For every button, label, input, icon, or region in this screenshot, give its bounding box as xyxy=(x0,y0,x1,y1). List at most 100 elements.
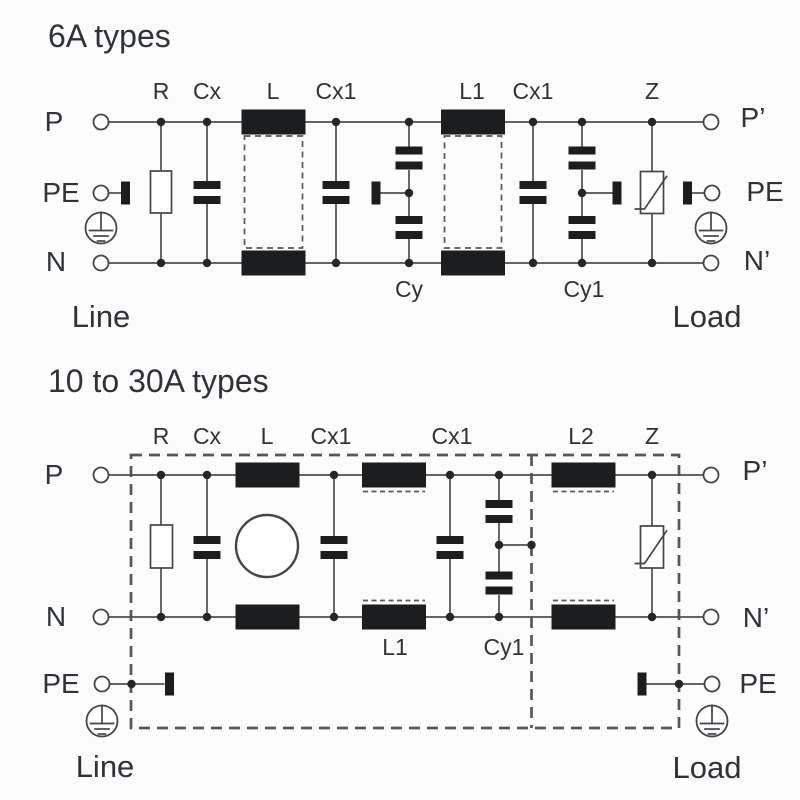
earth-ground-icon xyxy=(695,704,729,738)
label-cx1-second: Cx1 xyxy=(513,78,554,104)
pe-terminal xyxy=(92,184,110,202)
capacitor-plates xyxy=(568,216,596,239)
terminal-n xyxy=(92,254,110,272)
capacitor-plates xyxy=(436,536,464,559)
label-cy1: Cy1 xyxy=(484,634,525,660)
varistor-body xyxy=(634,170,668,215)
label-terminal-pe-left: PE xyxy=(42,668,79,699)
chassis-tab xyxy=(612,181,622,205)
diagram2-title: 10 to 30A types xyxy=(48,363,269,399)
diagram-6a: 6A types xyxy=(42,18,783,334)
label-cy1: Cy1 xyxy=(564,276,605,302)
label-terminal-pe-right: PE xyxy=(746,176,783,207)
d2-choke-l2 xyxy=(551,462,616,630)
pe-terminal xyxy=(703,675,721,693)
d1-capacitor-cx xyxy=(193,122,221,263)
chassis-tab xyxy=(165,672,174,696)
capacitor-plates xyxy=(320,536,348,559)
d2-capacitor-cy1-pair xyxy=(485,475,536,617)
d2-resistor-r xyxy=(149,475,174,617)
junction-dot xyxy=(577,188,587,198)
diagram-10-30a: 10 to 30A types xyxy=(42,363,776,785)
choke-coupling-box xyxy=(243,135,304,249)
caption-load: Load xyxy=(673,299,742,334)
varistor-body xyxy=(634,525,668,569)
caption-load: Load xyxy=(673,750,742,785)
d2-capacitor-cx1-second xyxy=(436,475,464,617)
terminal-n xyxy=(92,608,110,626)
label-terminal-pe-left: PE xyxy=(42,177,79,208)
label-l: L xyxy=(261,423,274,449)
label-z: Z xyxy=(645,423,659,449)
label-l1: L1 xyxy=(382,634,408,660)
label-terminal-p: P xyxy=(45,459,64,490)
d1-choke-l xyxy=(241,109,306,276)
junction-dot xyxy=(404,188,414,198)
resistor-body xyxy=(149,524,174,569)
d2-pe-right xyxy=(637,672,729,738)
junction-dot xyxy=(127,679,136,689)
d1-choke-l1 xyxy=(441,109,505,276)
capacitor-plates xyxy=(568,146,596,170)
d1-pe-right xyxy=(683,181,728,245)
label-cx1-first: Cx1 xyxy=(316,78,357,104)
earth-ground-icon xyxy=(694,211,728,245)
d1-capacitor-cx1-second xyxy=(519,122,547,263)
d2-junction-dots xyxy=(156,470,657,622)
d1-capacitor-cx1-first xyxy=(322,122,350,263)
label-terminal-p-prime: P’ xyxy=(741,102,766,133)
choke-winding-bottom xyxy=(241,250,306,276)
d1-capacitor-cy1-pair xyxy=(568,122,622,263)
terminal-p-prime xyxy=(702,466,720,484)
label-cx: Cx xyxy=(193,423,222,449)
d2-pe-left xyxy=(85,672,174,738)
terminal-n-prime xyxy=(702,608,720,626)
label-cx1-first: Cx1 xyxy=(311,423,352,449)
capacitor-plates xyxy=(485,500,513,523)
d2-choke-l xyxy=(234,462,300,630)
label-terminal-n-prime: N’ xyxy=(743,602,769,633)
chassis-tab xyxy=(637,672,647,696)
earth-ground-icon xyxy=(84,211,118,245)
label-terminal-p: P xyxy=(45,106,64,137)
d2-capacitor-cx xyxy=(193,475,221,617)
label-terminal-n: N xyxy=(46,601,66,632)
choke-winding-bottom xyxy=(551,604,616,630)
capacitor-plates xyxy=(193,181,221,204)
label-l2: L2 xyxy=(568,423,594,449)
label-terminal-pe-right: PE xyxy=(739,668,776,699)
d2-varistor-z xyxy=(634,475,668,617)
d1-resistor-r xyxy=(149,122,173,263)
caption-line: Line xyxy=(76,749,135,784)
choke-winding-bottom xyxy=(441,250,505,276)
label-cx: Cx xyxy=(193,78,222,104)
junction-dot xyxy=(527,540,536,550)
capacitor-plates xyxy=(322,181,350,204)
choke-winding-top xyxy=(362,462,426,488)
label-terminal-n-prime: N’ xyxy=(744,245,770,276)
capacitor-plates xyxy=(485,571,513,595)
filter-case-outline xyxy=(129,453,681,730)
caption-line: Line xyxy=(72,299,131,334)
terminal-p-prime xyxy=(702,113,720,131)
chassis-tab xyxy=(121,181,130,205)
capacitor-plates xyxy=(395,216,423,239)
label-terminal-p-prime: P’ xyxy=(743,455,768,486)
chassis-tab xyxy=(371,181,381,205)
label-l: L xyxy=(267,78,280,104)
capacitor-plates xyxy=(395,146,423,170)
choke-winding-top xyxy=(551,462,616,488)
capacitor-plates xyxy=(193,536,221,559)
pe-terminal xyxy=(703,184,721,202)
choke-winding-top xyxy=(241,109,306,135)
d1-pe-left xyxy=(84,181,130,245)
label-l1: L1 xyxy=(459,78,485,104)
label-cx1-second: Cx1 xyxy=(432,423,473,449)
toroid-core xyxy=(234,513,300,579)
label-r: R xyxy=(153,78,170,104)
terminal-p xyxy=(92,113,110,131)
resistor-body xyxy=(149,170,173,214)
label-cy: Cy xyxy=(395,276,424,302)
